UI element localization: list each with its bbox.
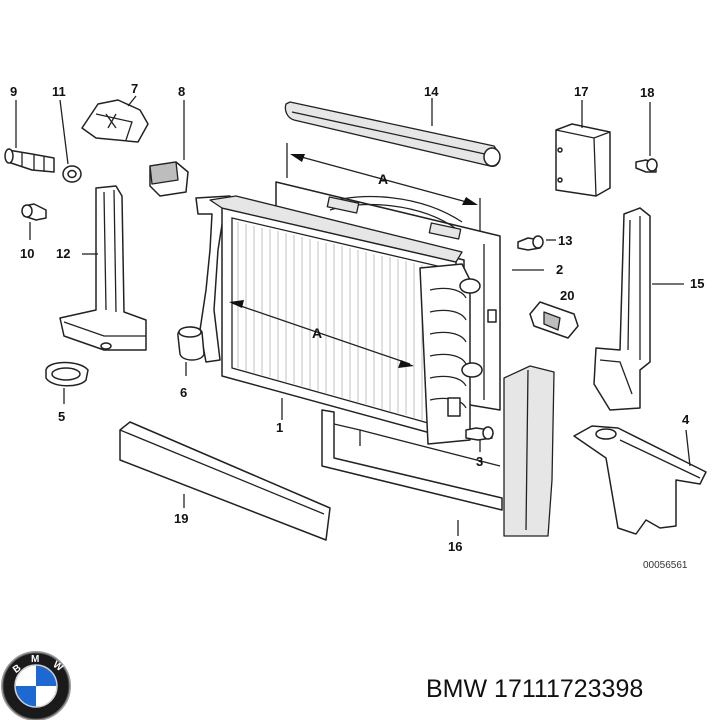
callout-5: 5 — [58, 409, 65, 424]
svg-text:M: M — [31, 654, 39, 665]
part-1-radiator — [195, 195, 483, 445]
part-10-small-bolt — [21, 203, 47, 240]
part-11-washer — [59, 99, 82, 183]
callout-11: 11 — [52, 84, 66, 99]
callout-17: 17 — [574, 84, 588, 99]
part-7-clip — [81, 95, 149, 143]
part-12-left-bracket — [59, 185, 147, 351]
dimension-label-top: A — [378, 171, 388, 187]
callout-19: 19 — [174, 511, 188, 526]
callout-numbers: 9 11 7 8 14 17 18 10 12 13 2 20 15 6 5 1… — [10, 81, 704, 554]
part-6-rubber-mount — [177, 326, 205, 376]
callout-6: 6 — [180, 385, 187, 400]
callout-2: 2 — [556, 262, 563, 277]
part-19-cover-strip — [119, 421, 331, 541]
dimension-a-front: A — [229, 300, 414, 368]
part-17-electronic-box — [555, 100, 611, 197]
part-15-right-bracket — [593, 207, 684, 411]
leader-lines — [281, 98, 544, 536]
dimension-a-top: A — [286, 143, 481, 236]
part-5-ring-clamp — [45, 361, 89, 404]
callout-18: 18 — [640, 85, 654, 100]
callout-14: 14 — [424, 84, 439, 99]
diagram-reference-number: 00056561 — [643, 560, 688, 571]
part-20-clip — [529, 301, 579, 339]
callout-10: 10 — [20, 246, 34, 261]
part-3-bolt — [465, 426, 494, 452]
part-8-rubber-block — [149, 100, 189, 197]
callout-15: 15 — [690, 276, 704, 291]
part-4-bottom-bracket — [573, 425, 707, 535]
callout-7: 7 — [131, 81, 138, 96]
callout-1: 1 — [276, 420, 283, 435]
callout-16: 16 — [448, 539, 462, 554]
dimension-label-front: A — [312, 325, 322, 341]
part-14-seal-strip — [284, 101, 501, 167]
callout-9: 9 — [10, 84, 17, 99]
part-9-bolt — [4, 100, 55, 173]
callout-12: 12 — [56, 246, 70, 261]
callout-3: 3 — [476, 454, 483, 469]
callout-4: 4 — [682, 412, 690, 427]
part-18-screw — [635, 102, 658, 173]
part-number-label: BMW 17111723398 — [426, 675, 643, 703]
part-13-screw — [517, 235, 556, 251]
callout-20: 20 — [560, 288, 574, 303]
callout-8: 8 — [178, 84, 185, 99]
callout-13: 13 — [558, 233, 572, 248]
bmw-logo-icon: B M W — [1, 651, 71, 720]
part-2-fan-shroud — [275, 181, 501, 411]
part-16-lower-frame — [321, 365, 555, 537]
